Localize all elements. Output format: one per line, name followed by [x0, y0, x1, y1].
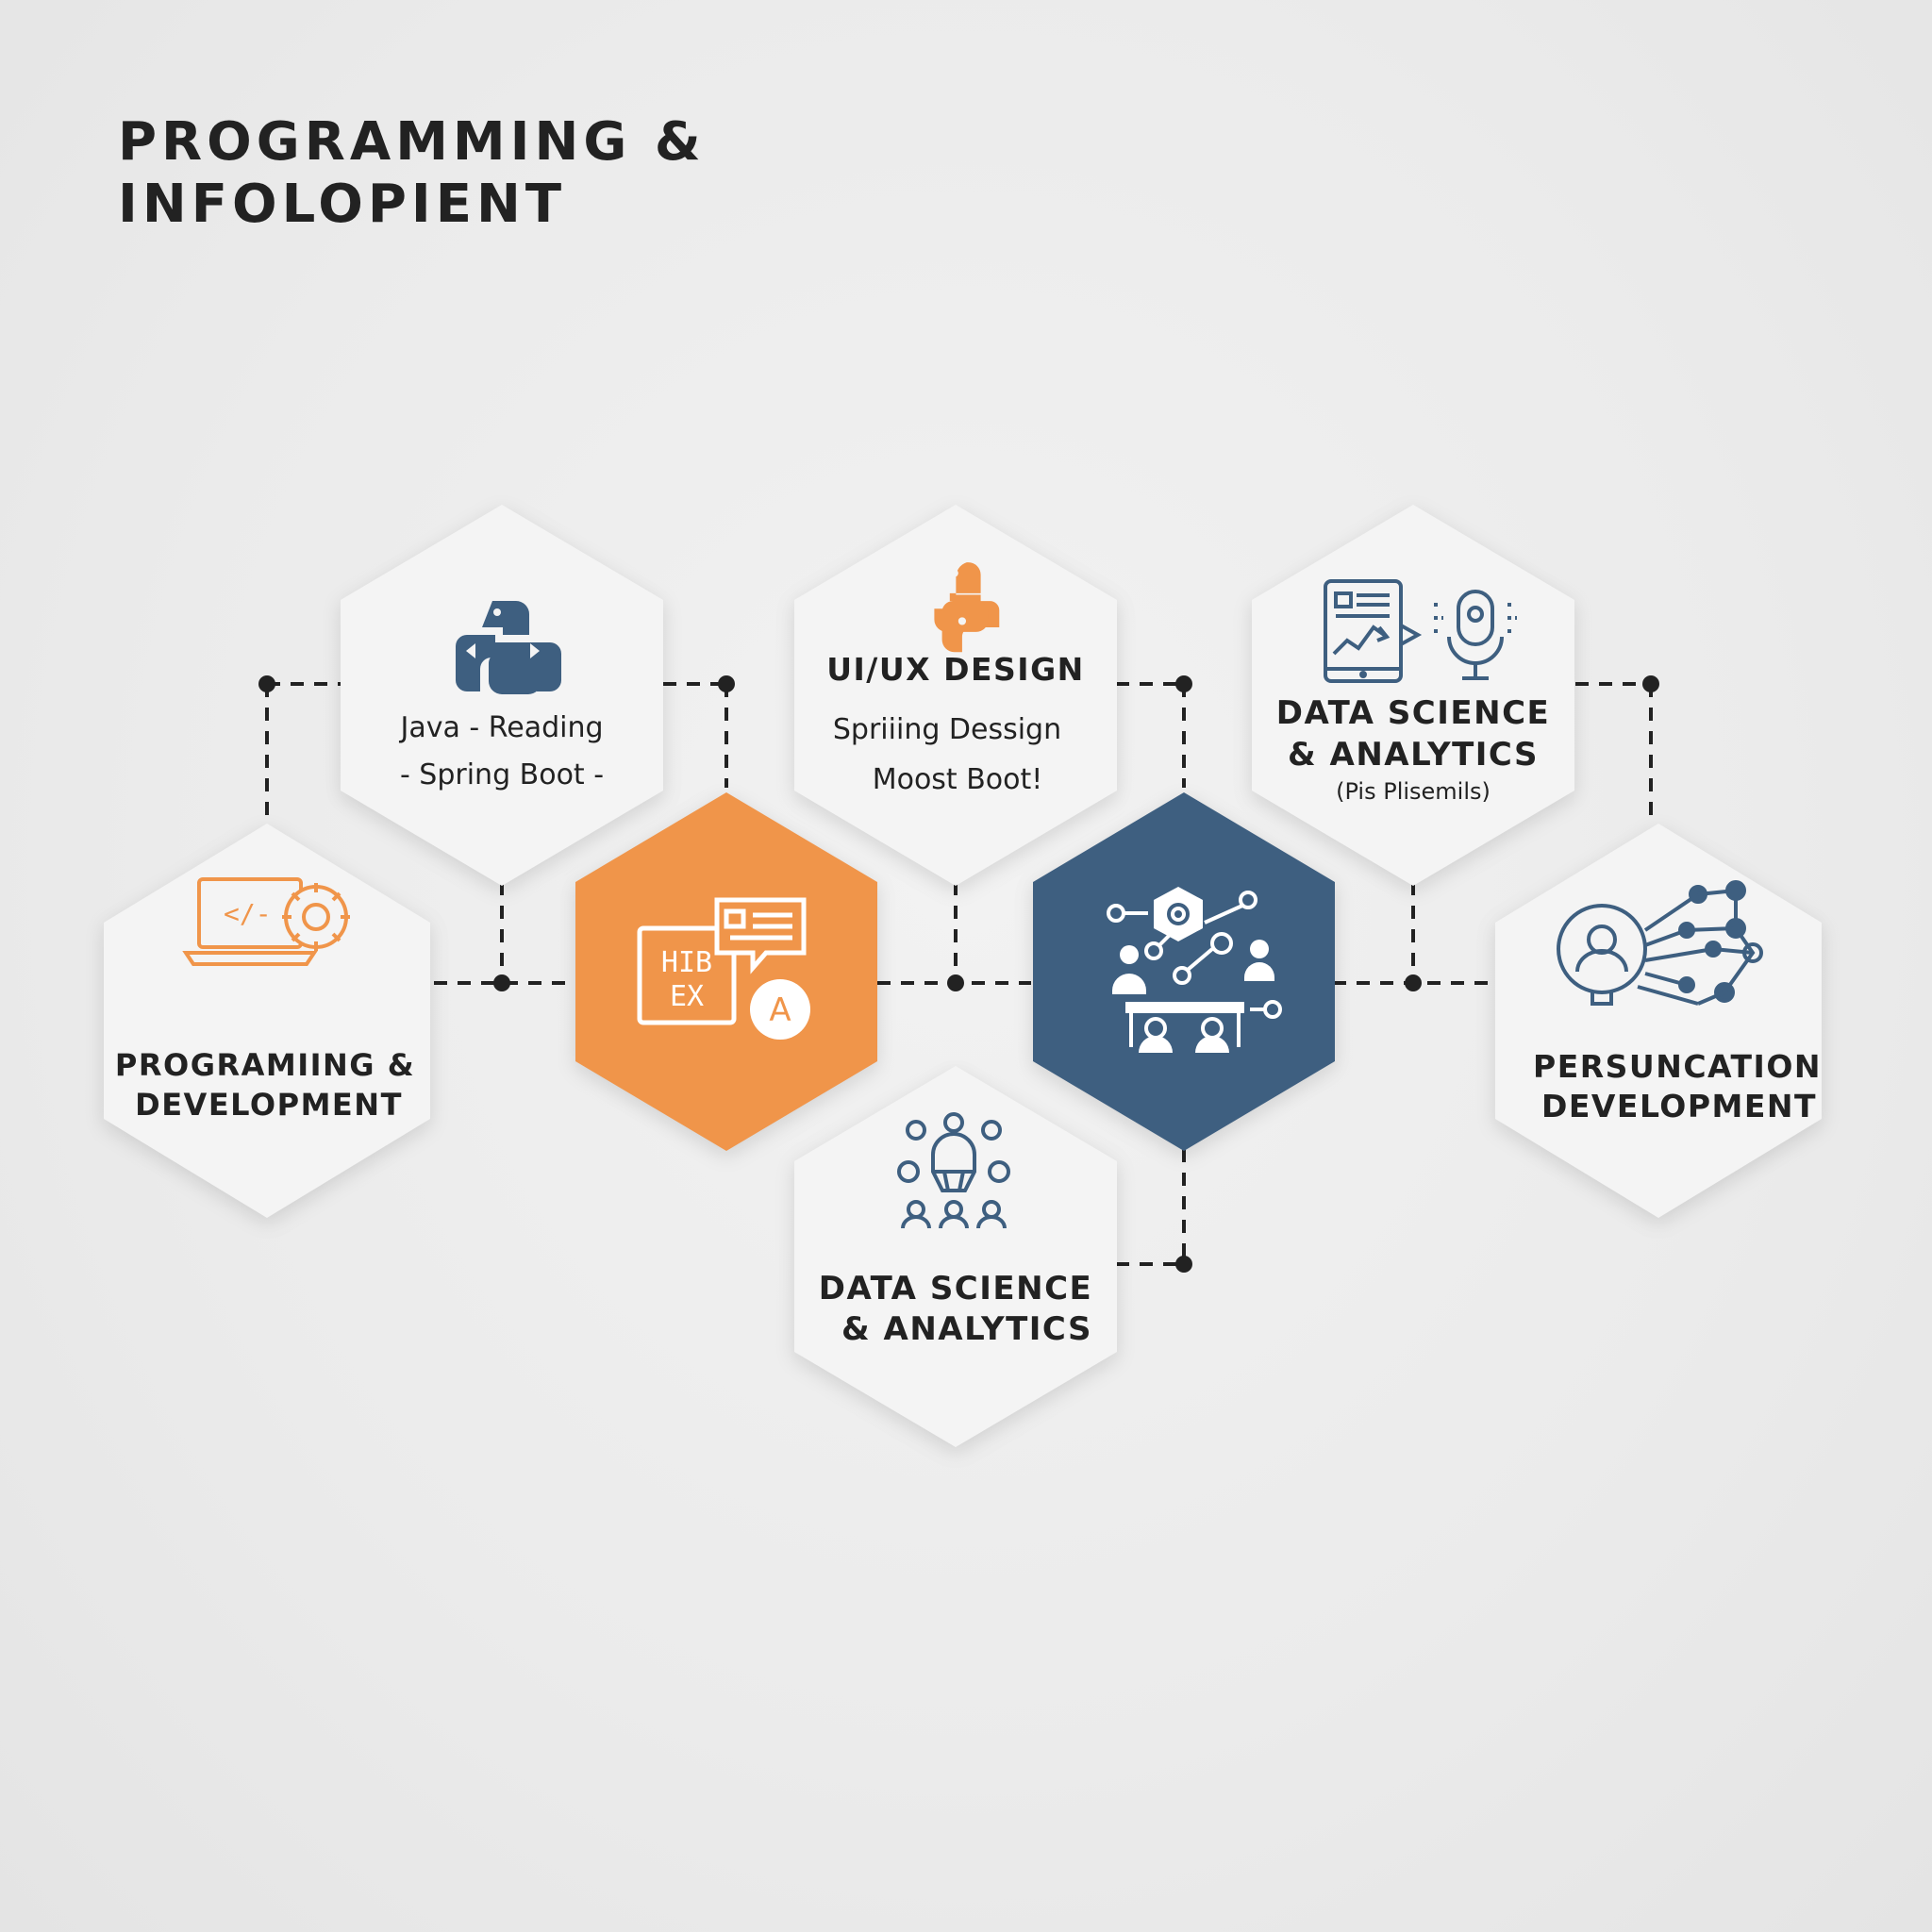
hex-data-bottom-shape	[794, 1066, 1117, 1447]
hex-language: HIB EX A	[575, 792, 877, 1151]
programming-line-1: PROGRAMIING &	[115, 1047, 415, 1083]
hex-teamwork-shape	[1033, 792, 1335, 1151]
hex-programming-shape	[104, 824, 430, 1218]
connector-dot	[493, 974, 510, 991]
language-box-bottom: EX	[670, 980, 704, 1013]
connector-dot	[1642, 675, 1659, 692]
hex-data-top: DATA SCIENCE & ANALYTICS (Pis Plisemils)	[1252, 505, 1574, 886]
laptop-code-gear-icon: </-	[182, 877, 350, 966]
language-chat-icon: HIB EX	[637, 897, 810, 1040]
hex-data-bottom: DATA SCIENCE & ANALYTICS	[794, 1066, 1117, 1447]
data-top-line-3: (Pis Plisemils)	[1336, 778, 1491, 805]
team-network-icon	[1107, 887, 1282, 1053]
data-top-line-2: & ANALYTICS	[1288, 736, 1539, 774]
page-title-line-1: PROGRAMMING &	[118, 111, 706, 173]
page-title-line-2: INFOLOPIENT	[118, 174, 567, 235]
hex-java: Java - Reading - Spring Boot -	[341, 505, 663, 886]
programming-line-2: DEVELOPMENT	[135, 1087, 403, 1123]
connector-dots	[258, 675, 1659, 1273]
connector-dot	[1175, 675, 1192, 692]
data-top-line-1: DATA SCIENCE	[1276, 694, 1551, 732]
hex-data-top-shape	[1252, 505, 1574, 886]
data-bottom-line-2: & ANALYTICS	[841, 1310, 1092, 1348]
connector-dot	[1175, 1256, 1192, 1273]
people-network-icon	[897, 1112, 1010, 1229]
persuncation-line-1: PERSUNCATION	[1533, 1048, 1822, 1085]
hex-uiux: UI/UX DESIGN Spriiing Dessign Moost Boot…	[794, 505, 1117, 886]
uiux-heading: UI/UX DESIGN	[826, 651, 1085, 688]
hex-teamwork	[1033, 792, 1335, 1151]
connector-dot	[1405, 974, 1422, 991]
person-network-icon	[1557, 880, 1763, 1006]
connector-dot	[947, 974, 964, 991]
uiux-line-2: Moost Boot!	[873, 763, 1043, 796]
tablet-chart-microphone-icon	[1324, 579, 1517, 683]
page-title: PROGRAMMING & INFOLOPIENT	[118, 111, 706, 236]
java-line-2: - Spring Boot -	[400, 758, 604, 791]
connector-dot	[718, 675, 735, 692]
hex-java-shape	[341, 505, 663, 886]
data-bottom-line-1: DATA SCIENCE	[819, 1270, 1093, 1307]
persuncation-line-2: DEVELOPMENT	[1541, 1088, 1817, 1124]
hex-programming: </- PROGRAMIING & DEVELOPMENT	[104, 824, 430, 1218]
hex-persuncation-shape	[1495, 824, 1822, 1218]
python-logo-icon	[456, 601, 561, 694]
language-badge: A	[769, 991, 791, 1029]
language-box-top: HIB	[661, 946, 712, 979]
hex-uiux-shape	[794, 505, 1117, 886]
svg-text:</-: </-	[224, 898, 272, 929]
uiux-line-1: Spriiing Dessign	[833, 713, 1061, 746]
java-line-1: Java - Reading	[398, 711, 603, 744]
connector-dot	[258, 675, 275, 692]
hex-language-shape	[575, 792, 877, 1151]
hex-persuncation: PERSUNCATION DEVELOPMENT	[1495, 824, 1822, 1218]
python-logo-icon	[934, 562, 1000, 653]
